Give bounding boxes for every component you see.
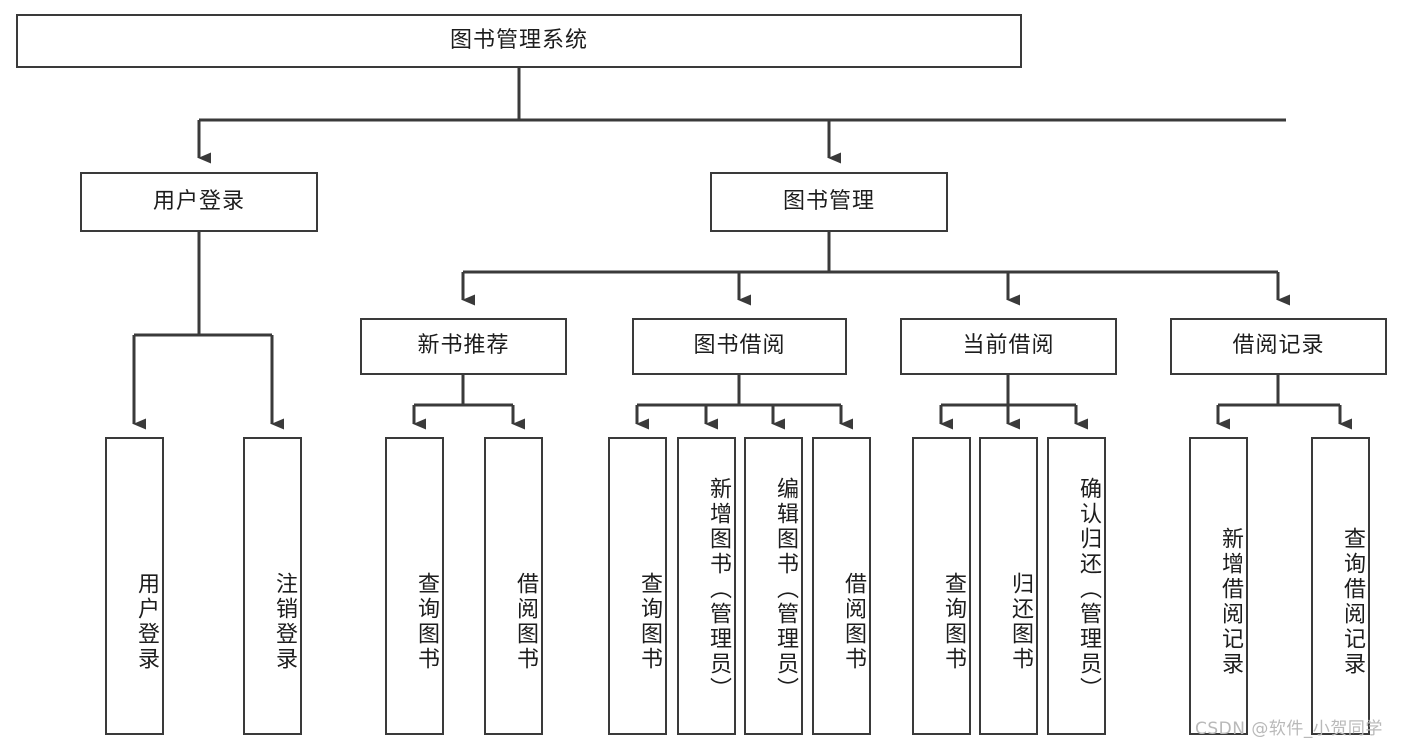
leaf-current-return-book[interactable]: 归还图书: [979, 437, 1038, 735]
leaf-recommend-borrow-book[interactable]: 借阅图书: [484, 437, 543, 735]
leaf-record-add-record[interactable]: 新增借阅记录: [1189, 437, 1248, 735]
leaf-borrow-add-book-admin[interactable]: 新增图书（管理员）: [677, 437, 736, 735]
node-book-borrow[interactable]: 图书借阅: [632, 318, 847, 375]
leaf-borrow-query-book[interactable]: 查询图书: [608, 437, 667, 735]
leaf-current-confirm-return-admin[interactable]: 确认归还（管理员）: [1047, 437, 1106, 735]
node-root-system[interactable]: 图书管理系统: [16, 14, 1022, 68]
leaf-current-query-book[interactable]: 查询图书: [912, 437, 971, 735]
csdn-watermark: CSDN @软件_小贺同学: [1195, 719, 1383, 739]
leaf-user-login-signin[interactable]: 用户登录: [105, 437, 164, 735]
leaf-borrow-edit-book-admin[interactable]: 编辑图书（管理员）: [744, 437, 803, 735]
node-user-login[interactable]: 用户登录: [80, 172, 318, 232]
node-borrow-record[interactable]: 借阅记录: [1170, 318, 1387, 375]
leaf-record-query-record[interactable]: 查询借阅记录: [1311, 437, 1370, 735]
node-current-borrow[interactable]: 当前借阅: [900, 318, 1117, 375]
leaf-recommend-query-book[interactable]: 查询图书: [385, 437, 444, 735]
leaf-user-login-signout[interactable]: 注销登录: [243, 437, 302, 735]
node-book-management[interactable]: 图书管理: [710, 172, 948, 232]
node-new-book-recommend[interactable]: 新书推荐: [360, 318, 567, 375]
leaf-borrow-borrow-book[interactable]: 借阅图书: [812, 437, 871, 735]
